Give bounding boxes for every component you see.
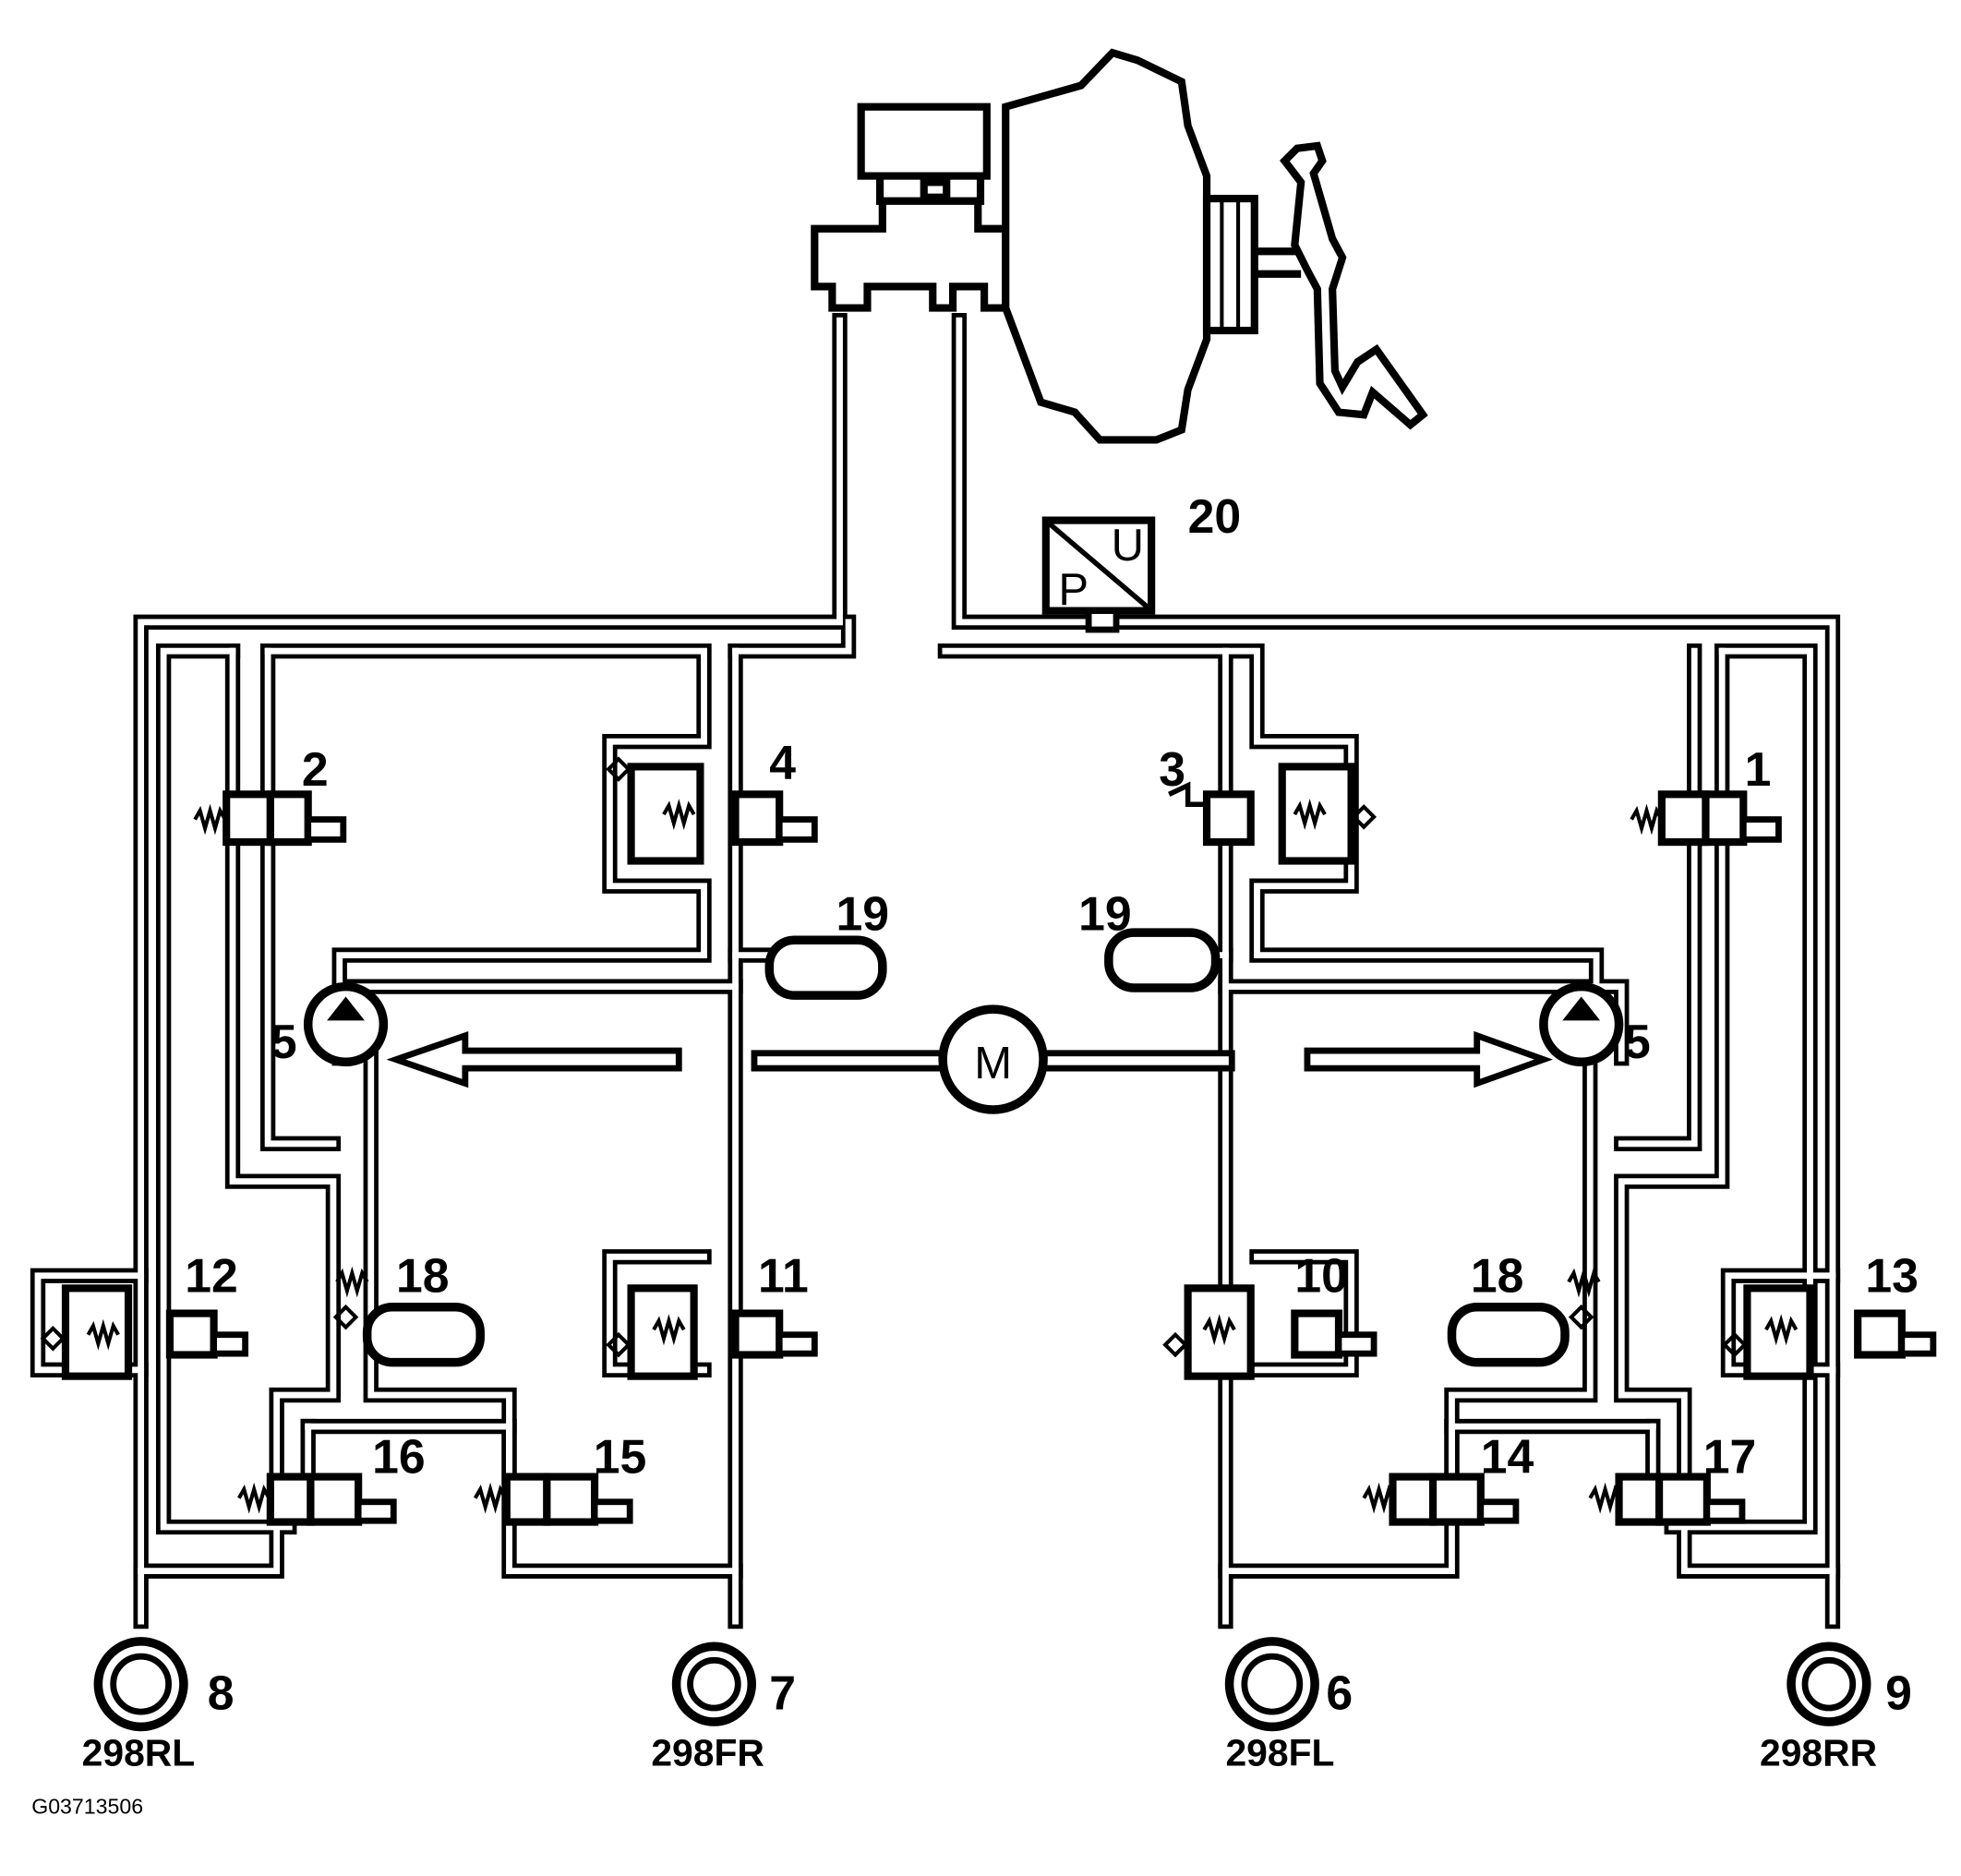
wheel-brake-fl xyxy=(1224,1637,1319,1732)
brake-pedal xyxy=(1280,141,1428,430)
label-5-right: 5 xyxy=(1624,1015,1651,1068)
relief-valve-6 xyxy=(1165,1284,1255,1380)
solenoid-valve-15 xyxy=(475,1473,633,1526)
label-1: 1 xyxy=(1745,742,1772,796)
pressure-sensor: P U xyxy=(1041,516,1156,633)
label-19-left: 19 xyxy=(836,886,889,940)
wheel-brake-rr xyxy=(1787,1642,1871,1726)
drive-arrow-left xyxy=(386,1030,682,1088)
solenoid-valve-10 xyxy=(1291,1309,1378,1359)
drive-arrow-right xyxy=(1304,1030,1553,1088)
label-7: 7 xyxy=(769,1666,796,1719)
label-18-left: 18 xyxy=(396,1248,450,1302)
damper-right xyxy=(1104,928,1221,992)
label-12: 12 xyxy=(185,1248,238,1302)
wheel-brake-fr xyxy=(671,1642,757,1726)
relief-valve-right-upper xyxy=(1278,763,1374,865)
solenoid-valve-4 xyxy=(731,790,818,847)
accumulator-right xyxy=(1447,1303,1570,1367)
label-16: 16 xyxy=(372,1429,426,1483)
sensor-u-label: U xyxy=(1112,521,1144,571)
solenoid-valve-1 xyxy=(1631,790,1782,847)
wheel-labels: 298RL 298FR 298FL 298RR xyxy=(82,1732,1877,1774)
label-20: 20 xyxy=(1188,489,1242,543)
damper-left xyxy=(764,935,887,1000)
solenoid-valve-17 xyxy=(1590,1473,1746,1526)
label-18-right: 18 xyxy=(1471,1248,1524,1302)
label-14: 14 xyxy=(1481,1429,1534,1483)
label-9: 9 xyxy=(1885,1666,1912,1719)
label-5-left: 5 xyxy=(271,1015,297,1068)
label-15: 15 xyxy=(594,1429,647,1483)
wheel-brake-rl xyxy=(93,1637,188,1732)
wheel-label-fl: 298FL xyxy=(1225,1732,1334,1774)
solenoid-valve-13 xyxy=(1854,1309,1937,1359)
label-8: 8 xyxy=(208,1666,235,1719)
relief-valve-9 xyxy=(1725,1284,1814,1380)
wheel-label-rl: 298RL xyxy=(82,1732,196,1774)
solenoid-valve-3 xyxy=(1168,781,1255,847)
figure-code: G03713506 xyxy=(31,1794,143,1818)
label-3: 3 xyxy=(1159,742,1185,796)
solenoid-valve-12 xyxy=(165,1309,249,1359)
label-6: 6 xyxy=(1326,1666,1353,1719)
brake-booster xyxy=(1002,48,1302,444)
label-19-right: 19 xyxy=(1078,886,1132,940)
pump-motor: M xyxy=(751,1004,1235,1114)
motor-label: M xyxy=(974,1039,1012,1088)
label-13: 13 xyxy=(1865,1248,1919,1302)
component-labels: 1 2 3 4 5 5 6 7 8 9 10 11 12 13 14 15 16… xyxy=(185,489,1919,1719)
pump-right xyxy=(1539,981,1624,1067)
accumulator-left xyxy=(362,1303,485,1367)
solenoid-valve-2 xyxy=(195,790,347,847)
wheel-label-fr: 298FR xyxy=(651,1732,764,1774)
label-10: 10 xyxy=(1294,1248,1348,1302)
solenoid-valve-14 xyxy=(1364,1473,1520,1526)
label-2: 2 xyxy=(302,742,329,796)
label-4: 4 xyxy=(769,736,796,789)
solenoid-valve-11 xyxy=(731,1309,818,1359)
pump-left xyxy=(303,981,389,1067)
relief-valve-8 xyxy=(42,1284,133,1380)
sensor-p-label: P xyxy=(1058,565,1089,615)
label-17: 17 xyxy=(1703,1429,1757,1483)
wheel-label-rr: 298RR xyxy=(1760,1732,1877,1774)
solenoid-valve-16 xyxy=(239,1473,397,1526)
relief-valve-7 xyxy=(608,1284,698,1380)
label-11: 11 xyxy=(758,1248,809,1302)
hydraulic-lines xyxy=(30,312,1841,1629)
relief-valve-left-upper xyxy=(608,759,704,865)
master-cylinder xyxy=(811,102,1010,312)
